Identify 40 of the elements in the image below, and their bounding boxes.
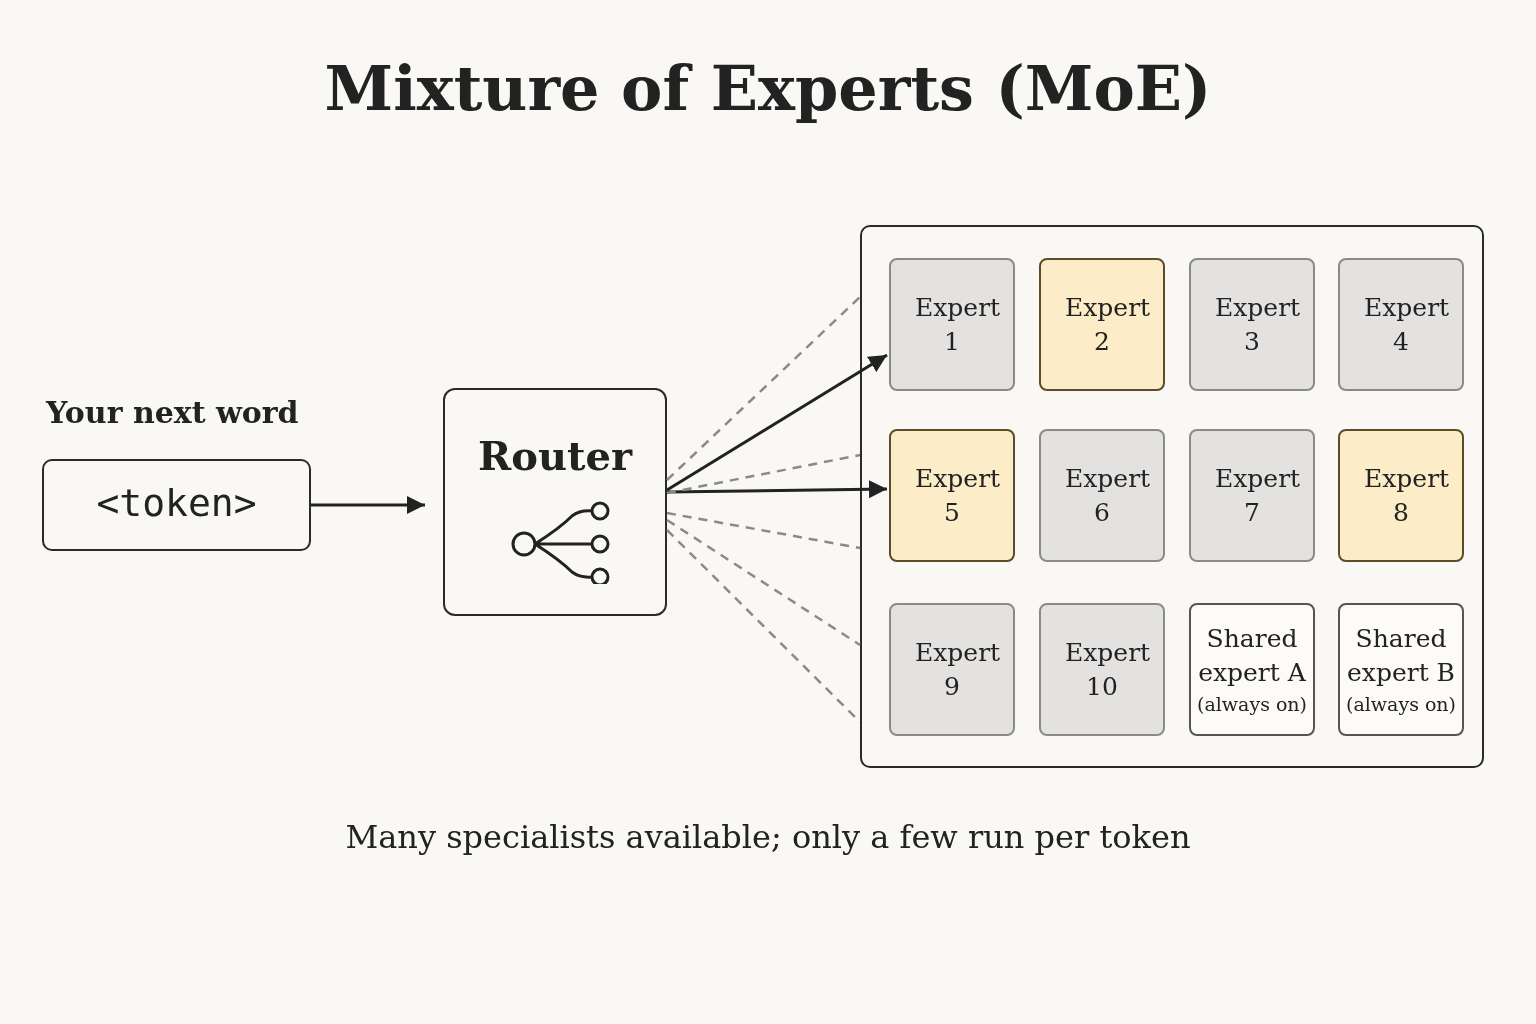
expert-box <box>1338 258 1464 391</box>
expert-note: (always on) <box>1345 691 1457 717</box>
expert-box <box>1039 429 1165 562</box>
dashed-line <box>666 453 861 495</box>
expert-box <box>1189 429 1315 562</box>
expert-label: Expert 5 <box>914 462 1002 529</box>
expert-label: Expert 9 <box>914 636 1002 703</box>
expert-box <box>889 258 1015 391</box>
expert-label: Shared expert A <box>1197 622 1307 689</box>
token-text: <token> <box>95 481 258 525</box>
arrow <box>311 496 425 514</box>
expert-box <box>889 603 1015 736</box>
expert-label: Expert 6 <box>1064 462 1152 529</box>
expert-box <box>1189 258 1315 391</box>
expert-label: Expert 4 <box>1363 291 1451 358</box>
arrow <box>666 353 888 492</box>
expert-box <box>1039 258 1165 391</box>
expert-box <box>1338 603 1464 736</box>
expert-box <box>1189 603 1315 736</box>
expert-label: Shared expert B <box>1346 622 1456 689</box>
expert-label: Expert 1 <box>914 291 1002 358</box>
container-panel <box>860 225 1484 768</box>
diagram-caption: Many specialists available; only a few run per token <box>344 818 1192 856</box>
router-box <box>443 388 667 616</box>
arrow <box>666 480 888 499</box>
dashed-line <box>666 518 861 647</box>
expert-label: Expert 3 <box>1214 291 1302 358</box>
expert-label: Expert 2 <box>1064 291 1152 358</box>
expert-label: Expert 7 <box>1214 462 1302 529</box>
router-label: Router <box>477 432 634 479</box>
dashed-line <box>666 296 861 481</box>
expert-label: Expert 8 <box>1363 462 1451 529</box>
diagram-title: Mixture of Experts (MoE) <box>323 52 1213 125</box>
expert-box <box>1039 603 1165 736</box>
expert-box <box>1338 429 1464 562</box>
expert-note: (always on) <box>1196 691 1308 717</box>
expert-box <box>889 429 1015 562</box>
dashed-line <box>666 511 861 550</box>
expert-label: Expert 10 <box>1064 636 1152 703</box>
input-heading: Your next word <box>46 395 299 430</box>
